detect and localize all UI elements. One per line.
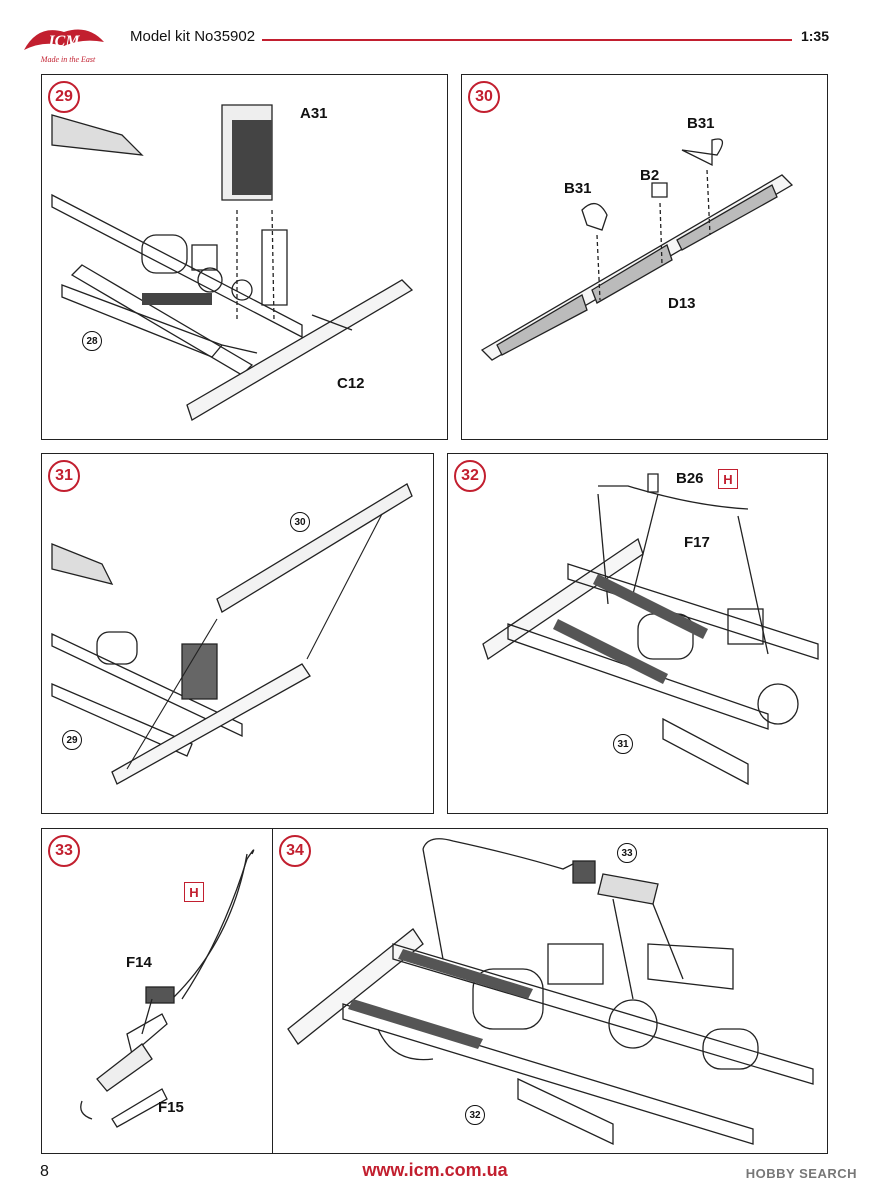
step-number-32: 32 bbox=[454, 460, 486, 492]
step-number-29: 29 bbox=[48, 81, 80, 113]
kit-label: Model kit No35902 bbox=[130, 28, 256, 45]
part-label-b31-left: B31 bbox=[564, 180, 592, 197]
step-30-drawing bbox=[480, 138, 794, 361]
step-29-panel: 29 28 A31 C12 bbox=[41, 74, 448, 440]
ref-step-33: 33 bbox=[617, 843, 637, 863]
site-url[interactable]: www.icm.com.ua bbox=[362, 1160, 508, 1180]
part-label-d13: D13 bbox=[668, 295, 696, 312]
step-number-31: 31 bbox=[48, 460, 80, 492]
part-label-f14: F14 bbox=[126, 954, 152, 971]
part-label-b31-right: B31 bbox=[687, 115, 715, 132]
step-32-drawing bbox=[482, 473, 819, 786]
part-label-f17: F17 bbox=[684, 534, 710, 551]
marker-h-step-32: H bbox=[718, 469, 738, 489]
step-29-drawing bbox=[51, 104, 414, 421]
step-32-panel: 32 B26 H F17 31 bbox=[447, 453, 828, 814]
part-label-f15: F15 bbox=[158, 1099, 184, 1116]
icm-logo: ICM Made in the East bbox=[18, 20, 110, 66]
step-33-panel: 33 H F14 F15 bbox=[41, 828, 273, 1154]
ref-step-29: 29 bbox=[62, 730, 82, 750]
hobby-search-watermark: HOBBY SEARCH bbox=[745, 1166, 857, 1181]
part-label-a31: A31 bbox=[300, 105, 328, 122]
ref-step-31: 31 bbox=[613, 734, 633, 754]
step-31-drawing bbox=[51, 483, 413, 785]
step-number-34: 34 bbox=[279, 835, 311, 867]
marker-h-step-33: H bbox=[184, 882, 204, 902]
step-30-panel: 30 B31 B2 B31 D13 bbox=[461, 74, 828, 440]
logo-tagline: Made in the East bbox=[40, 55, 96, 64]
step-33-drawing bbox=[80, 849, 255, 1128]
step-number-33: 33 bbox=[48, 835, 80, 867]
logo-brand: ICM bbox=[47, 33, 80, 50]
ref-step-32: 32 bbox=[465, 1105, 485, 1125]
ref-step-28: 28 bbox=[82, 331, 102, 351]
part-label-b26: B26 bbox=[676, 470, 704, 487]
header-rule bbox=[262, 39, 792, 41]
part-label-b2: B2 bbox=[640, 167, 660, 184]
step-34-drawing bbox=[287, 838, 814, 1146]
step-31-panel: 31 30 29 bbox=[41, 453, 434, 814]
step-34-panel: 34 33 32 bbox=[272, 828, 828, 1154]
ref-step-30: 30 bbox=[290, 512, 310, 532]
page-number: 8 bbox=[40, 1163, 49, 1180]
step-number-30: 30 bbox=[468, 81, 500, 113]
scale-label: 1:35 bbox=[800, 28, 829, 44]
part-label-c12: C12 bbox=[337, 375, 365, 392]
